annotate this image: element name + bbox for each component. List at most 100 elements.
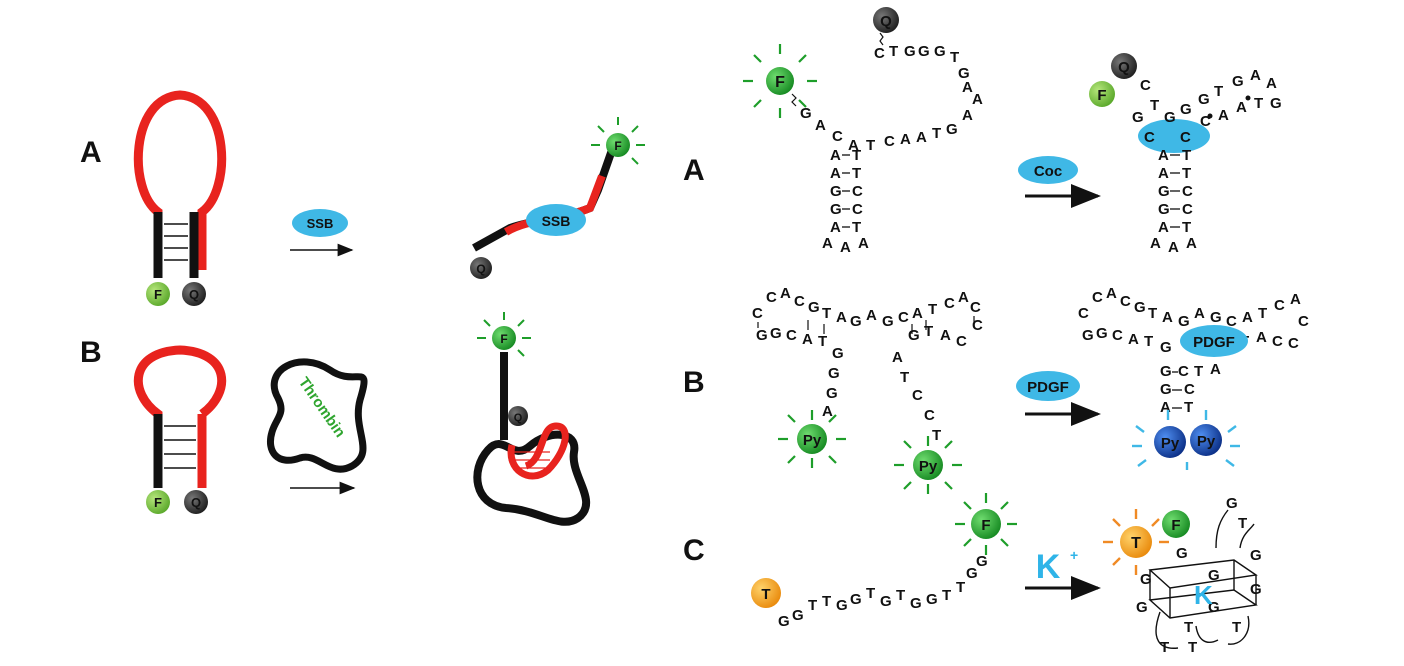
- pyrene-icon: [913, 450, 943, 480]
- potassium-target-label: K: [1036, 548, 1061, 586]
- nt: G: [946, 121, 958, 138]
- nt: T: [866, 585, 875, 602]
- nt: G: [1134, 299, 1146, 316]
- linker: [879, 32, 884, 46]
- base-pair-dashes: [757, 316, 975, 334]
- nt: G: [1176, 545, 1188, 562]
- nt: A: [912, 305, 923, 322]
- nt: C: [1140, 77, 1151, 94]
- nt: G: [808, 299, 820, 316]
- ssb-label: SSB: [307, 216, 334, 231]
- fluorophore-icon: [1162, 510, 1190, 538]
- nt: C: [1078, 305, 1089, 322]
- nt: G: [778, 613, 790, 630]
- nt: A: [940, 327, 951, 344]
- nt: A: [1256, 329, 1267, 346]
- nt: T: [822, 593, 831, 610]
- nt: A: [962, 79, 973, 96]
- nt: A: [815, 117, 826, 134]
- nt: A: [830, 165, 841, 182]
- pyrene-icon: [1154, 426, 1186, 458]
- nt: C: [1182, 201, 1193, 218]
- quencher-label-complex: Q: [514, 412, 523, 424]
- nt: A: [830, 219, 841, 236]
- base-pair-dashes: [1170, 154, 1180, 228]
- nt: G: [800, 105, 812, 122]
- nt: T: [1160, 639, 1169, 656]
- nt: C: [1274, 297, 1285, 314]
- fluorophore-icon: [146, 490, 170, 514]
- nt: G: [1208, 599, 1220, 616]
- molecular-beacon-a: F Q: [133, 90, 227, 306]
- nt: A: [802, 331, 813, 348]
- potassium-charge-label: +: [1070, 547, 1078, 563]
- quencher-label: Q: [189, 287, 199, 302]
- fluorophore-label-complex: F: [500, 332, 507, 346]
- nt: T: [932, 427, 941, 444]
- nt: C: [924, 407, 935, 424]
- cocaine-bound-shape: [1138, 119, 1210, 153]
- nt: A: [1194, 305, 1205, 322]
- nt: C: [1092, 289, 1103, 306]
- ssb-bound-product: SSB Q F: [470, 117, 645, 279]
- tamra-label-bound: T: [1131, 535, 1141, 552]
- nt: G: [908, 327, 920, 344]
- pyrene-label-bound-2: Py: [1197, 433, 1216, 450]
- thrombin-bound-shape: [473, 430, 591, 526]
- nt: C: [1200, 113, 1211, 130]
- pyrene-rays-2: [894, 436, 962, 494]
- nt: A: [1236, 99, 1247, 116]
- nt: T: [1254, 95, 1263, 112]
- nt: A: [822, 403, 833, 420]
- nt: T: [1214, 83, 1223, 100]
- nt: A: [972, 91, 983, 108]
- fluorophore-label: F: [775, 74, 785, 91]
- nt: A: [822, 235, 833, 252]
- nt: G: [1140, 571, 1152, 588]
- fluorophore-label-open: F: [614, 139, 621, 153]
- thrombin-protein-shape: [267, 358, 368, 473]
- ssb-bound-shape: [526, 204, 586, 236]
- nt: A: [830, 147, 841, 164]
- nt: A: [1266, 75, 1277, 92]
- nt: T: [1182, 147, 1191, 164]
- nt: T: [1194, 363, 1203, 380]
- thrombin-label: Thrombin: [295, 374, 349, 440]
- nt: G: [1132, 109, 1144, 126]
- nt: G: [910, 595, 922, 612]
- nt: G: [934, 43, 946, 60]
- potassium-ion-label: K: [1194, 580, 1213, 610]
- g-quadruplex-fold: [507, 422, 569, 480]
- nt: C: [874, 45, 885, 62]
- nt: G: [966, 565, 978, 582]
- nt: G: [832, 345, 844, 362]
- base-pair-dashes: [1172, 371, 1182, 409]
- nt: A: [780, 285, 791, 302]
- nt: T: [1182, 165, 1191, 182]
- nt: G: [976, 553, 988, 570]
- wobble-dot: [1207, 113, 1213, 119]
- nt: G: [1208, 567, 1220, 584]
- fluorophore-icon: [606, 133, 630, 157]
- nt: A: [1250, 67, 1261, 84]
- nt: G: [830, 183, 842, 200]
- pyrene-label-2: Py: [919, 458, 938, 475]
- nt: C: [1272, 333, 1283, 350]
- nt: C: [1120, 293, 1131, 310]
- pdgf-bound-label: PDGF: [1193, 334, 1235, 351]
- nt: G: [1226, 495, 1238, 512]
- nt: G: [882, 313, 894, 330]
- nt: T: [1184, 619, 1193, 636]
- nt: T: [1258, 305, 1267, 322]
- nt: T: [928, 301, 937, 318]
- nt: G: [770, 325, 782, 342]
- pdgf-aptamer-bound: CC AC GT AG AG CA TC AC CC AT GG CA TG G…: [1078, 285, 1309, 470]
- nt: A: [1242, 309, 1253, 326]
- nt: A: [836, 309, 847, 326]
